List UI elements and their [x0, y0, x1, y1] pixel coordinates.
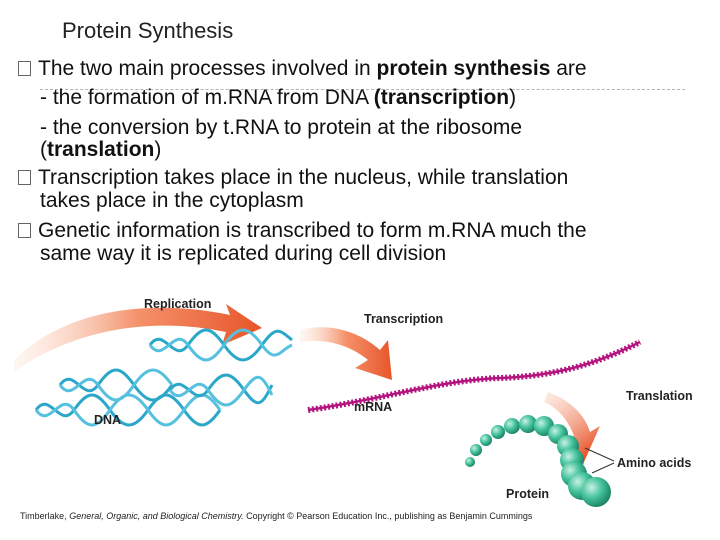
label-translation: Translation — [626, 389, 693, 403]
credit-author: Timberlake, — [20, 511, 70, 521]
label-mrna: mRNA — [354, 400, 392, 414]
sub-bullet-2-bold: translation — [47, 138, 155, 161]
bullet-box-icon — [18, 61, 31, 76]
bullet-box-icon — [18, 223, 31, 238]
sub-bullet-2-open: ( — [40, 138, 47, 161]
dna-helix-1 — [34, 393, 222, 427]
sub-bullet-2: - the conversion by t.RNA to protein at … — [40, 116, 523, 139]
sub-bullet-2-close: ) — [154, 138, 162, 161]
label-dna: DNA — [94, 413, 121, 427]
bullet-box-icon — [18, 170, 31, 185]
label-protein: Protein — [506, 487, 549, 501]
sub-bullet-2-cont: (translation) — [40, 138, 161, 162]
sub-bullet-1-text: - the formation of m.RNA from DNA — [40, 86, 374, 109]
bullet-1-text-b: are — [550, 57, 587, 80]
translation-arrow — [544, 392, 600, 462]
amino-acid-pointer-2 — [591, 462, 615, 474]
dna-helix-2 — [58, 368, 174, 402]
amino-acid-pointer-1 — [584, 447, 615, 462]
protein-chain — [465, 415, 611, 507]
credit-book-title: General, Organic, and Biological Chemist… — [69, 511, 244, 521]
transcription-arrow — [300, 327, 392, 380]
bullet-2-line-1: Transcription takes place in the nucleus… — [38, 166, 569, 189]
bullet-2: Transcription takes place in the nucleus… — [18, 166, 568, 190]
sub-bullet-1-close: ) — [509, 86, 517, 109]
sub-bullet-1-bold: (transcription — [373, 86, 510, 109]
bullet-1-text-a: The two main processes involved in — [38, 57, 377, 80]
label-amino-acids: Amino acids — [617, 456, 691, 470]
bullet-1-bold: protein synthesis — [376, 57, 551, 80]
slide-title: Protein Synthesis — [62, 18, 234, 43]
figure-credit: Timberlake, General, Organic, and Biolog… — [20, 511, 532, 521]
credit-copyright: Copyright © Pearson Education Inc., publ… — [243, 511, 533, 521]
bullet-3: Genetic information is transcribed to fo… — [18, 219, 587, 243]
divider — [40, 89, 685, 90]
bullet-2-line-2: takes place in the cytoplasm — [40, 189, 304, 212]
replication-arrow — [14, 304, 262, 372]
bullet-3-line-2: same way it is replicated during cell di… — [40, 242, 447, 265]
label-transcription: Transcription — [364, 312, 443, 326]
bullet-1: The two main processes involved in prote… — [18, 57, 587, 81]
sub-bullet-1: - the formation of m.RNA from DNA (trans… — [40, 86, 516, 110]
dna-helix-upper — [148, 328, 293, 362]
bullet-3-line-1: Genetic information is transcribed to fo… — [38, 219, 587, 242]
dna-helix-lower — [168, 373, 274, 407]
label-replication: Replication — [144, 297, 211, 311]
